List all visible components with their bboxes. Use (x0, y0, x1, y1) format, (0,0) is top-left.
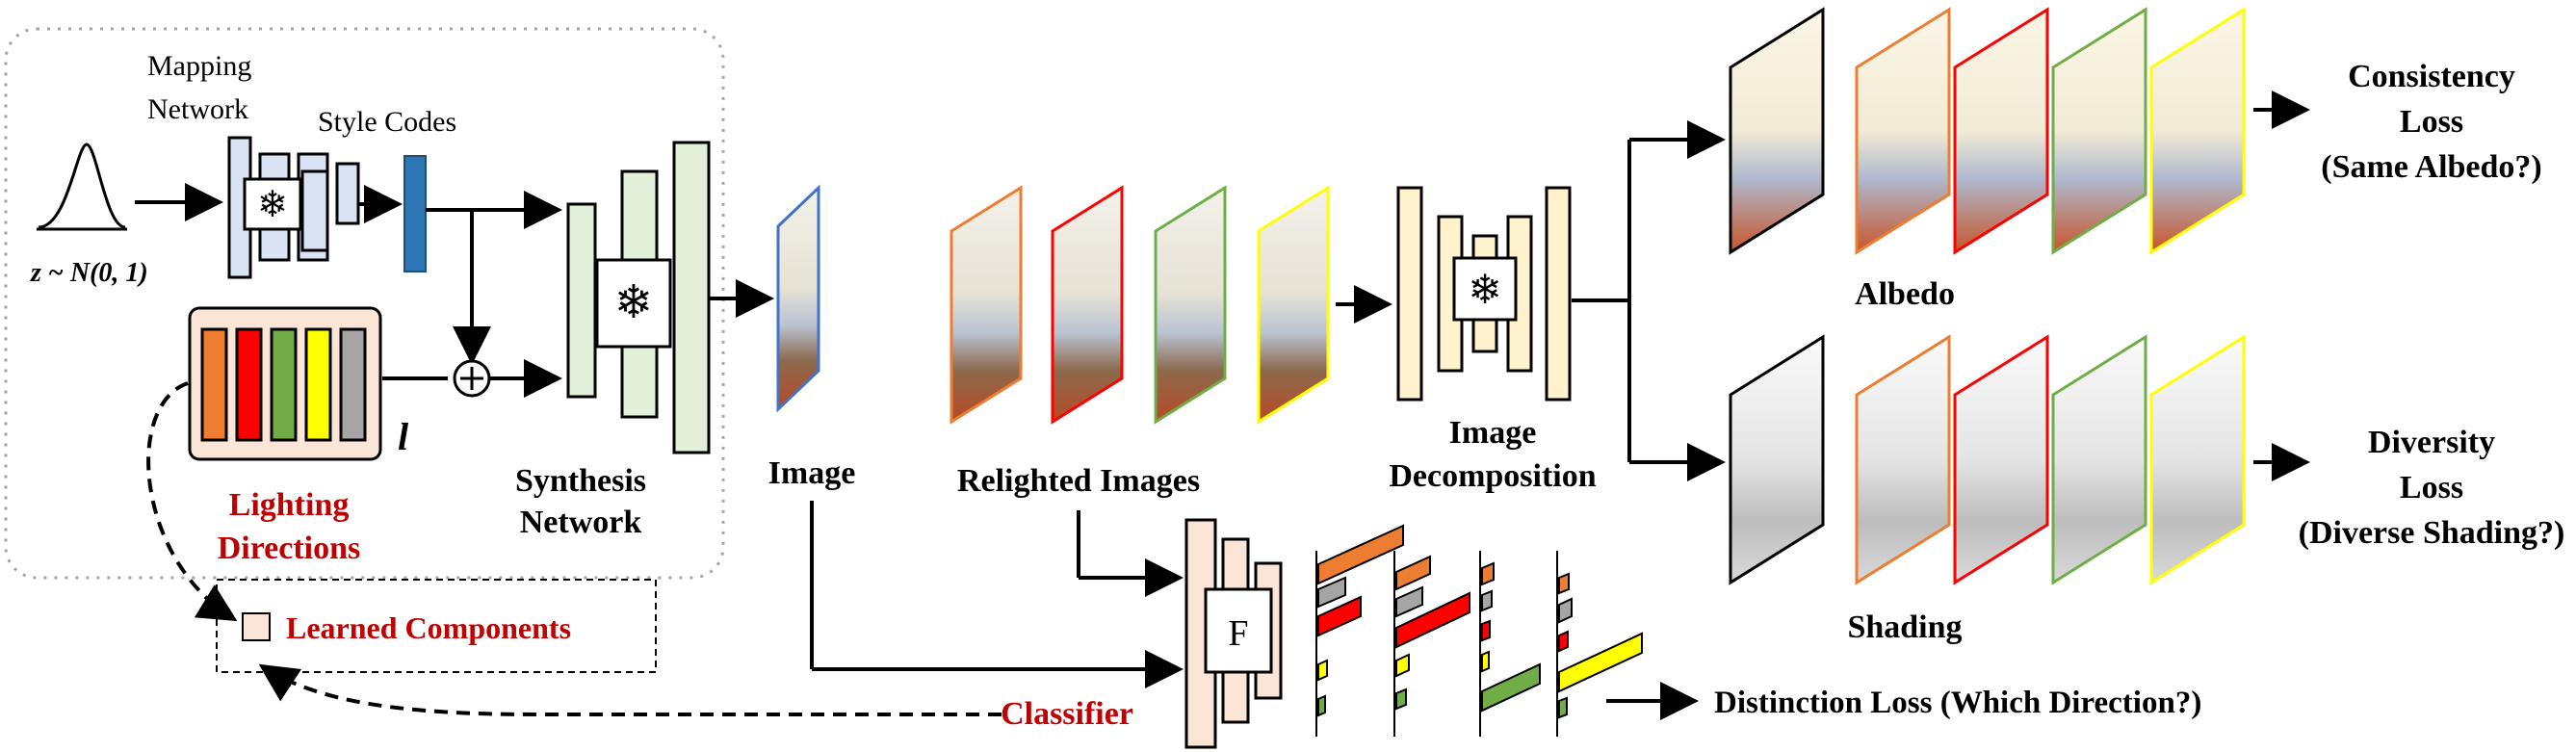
lighting-bars (200, 327, 367, 442)
noise-label: z ~ N(0, 1) (30, 258, 148, 288)
consistency-loss-line3: (Same Albedo?) (2321, 149, 2542, 185)
consistency-loss-line1: Consistency (2348, 59, 2515, 94)
decomposition-label-line2: Decomposition (1389, 458, 1596, 494)
classifier-block-letter: F (1228, 613, 1248, 654)
decomposition-label-line1: Image (1449, 415, 1537, 451)
diversity-loss-line1: Diversity (2368, 425, 2495, 460)
classifier-connector (258, 663, 1002, 716)
classifier-label: Classifier (1001, 696, 1133, 732)
diversity-loss-line3: (Diverse Shading?) (2299, 515, 2565, 551)
synthesis-label-line1: Synthesis (515, 463, 646, 499)
classifier-network (1184, 518, 1283, 749)
mapping-network-label-line2: Network (147, 93, 248, 125)
style-code-vector (403, 155, 427, 272)
snowflake-icon: ❄ (257, 183, 288, 225)
gaussian-curve (37, 143, 127, 231)
relighted-images (950, 185, 1330, 425)
lighting-label-line1: Lighting (229, 487, 350, 523)
albedo-label: Albedo (1855, 276, 1955, 312)
shading-label: Shading (1847, 609, 1962, 645)
lighting-direction-bar (270, 327, 298, 442)
synthesis-label-line2: Network (520, 505, 642, 540)
albedo-images (1729, 7, 2246, 255)
mapping-network-label-line1: Mapping (147, 50, 251, 82)
generated-image (776, 184, 820, 413)
lighting-symbol: l (398, 415, 409, 458)
relighted-label: Relighted Images (957, 463, 1200, 499)
lighting-label-line2: Directions (218, 531, 361, 566)
synthesis-network: ❄ (566, 141, 711, 454)
learned-connector (146, 381, 238, 622)
style-codes-label: Style Codes (318, 106, 456, 138)
distinction-loss-label: Distinction Loss (Which Direction?) (1714, 686, 2201, 720)
legend-box (216, 579, 657, 673)
classifier-outputs (1315, 524, 1643, 737)
consistency-loss-line2: Loss (2400, 104, 2463, 140)
diversity-loss-line2: Loss (2400, 470, 2463, 506)
snowflake-icon: ❄ (1468, 266, 1501, 313)
lighting-direction-bar (339, 327, 367, 442)
mapping-network: ❄ (227, 136, 360, 279)
legend-label: Learned Components (286, 610, 571, 645)
legend-swatch (242, 612, 271, 641)
shading-images (1729, 334, 2246, 585)
snowflake-icon: ❄ (614, 275, 653, 329)
lighting-direction-bar (304, 327, 332, 442)
lighting-direction-bar (235, 327, 263, 442)
lighting-direction-bar (200, 327, 228, 442)
decomposition-network: ❄ (1396, 186, 1572, 402)
image-label: Image (768, 455, 856, 491)
